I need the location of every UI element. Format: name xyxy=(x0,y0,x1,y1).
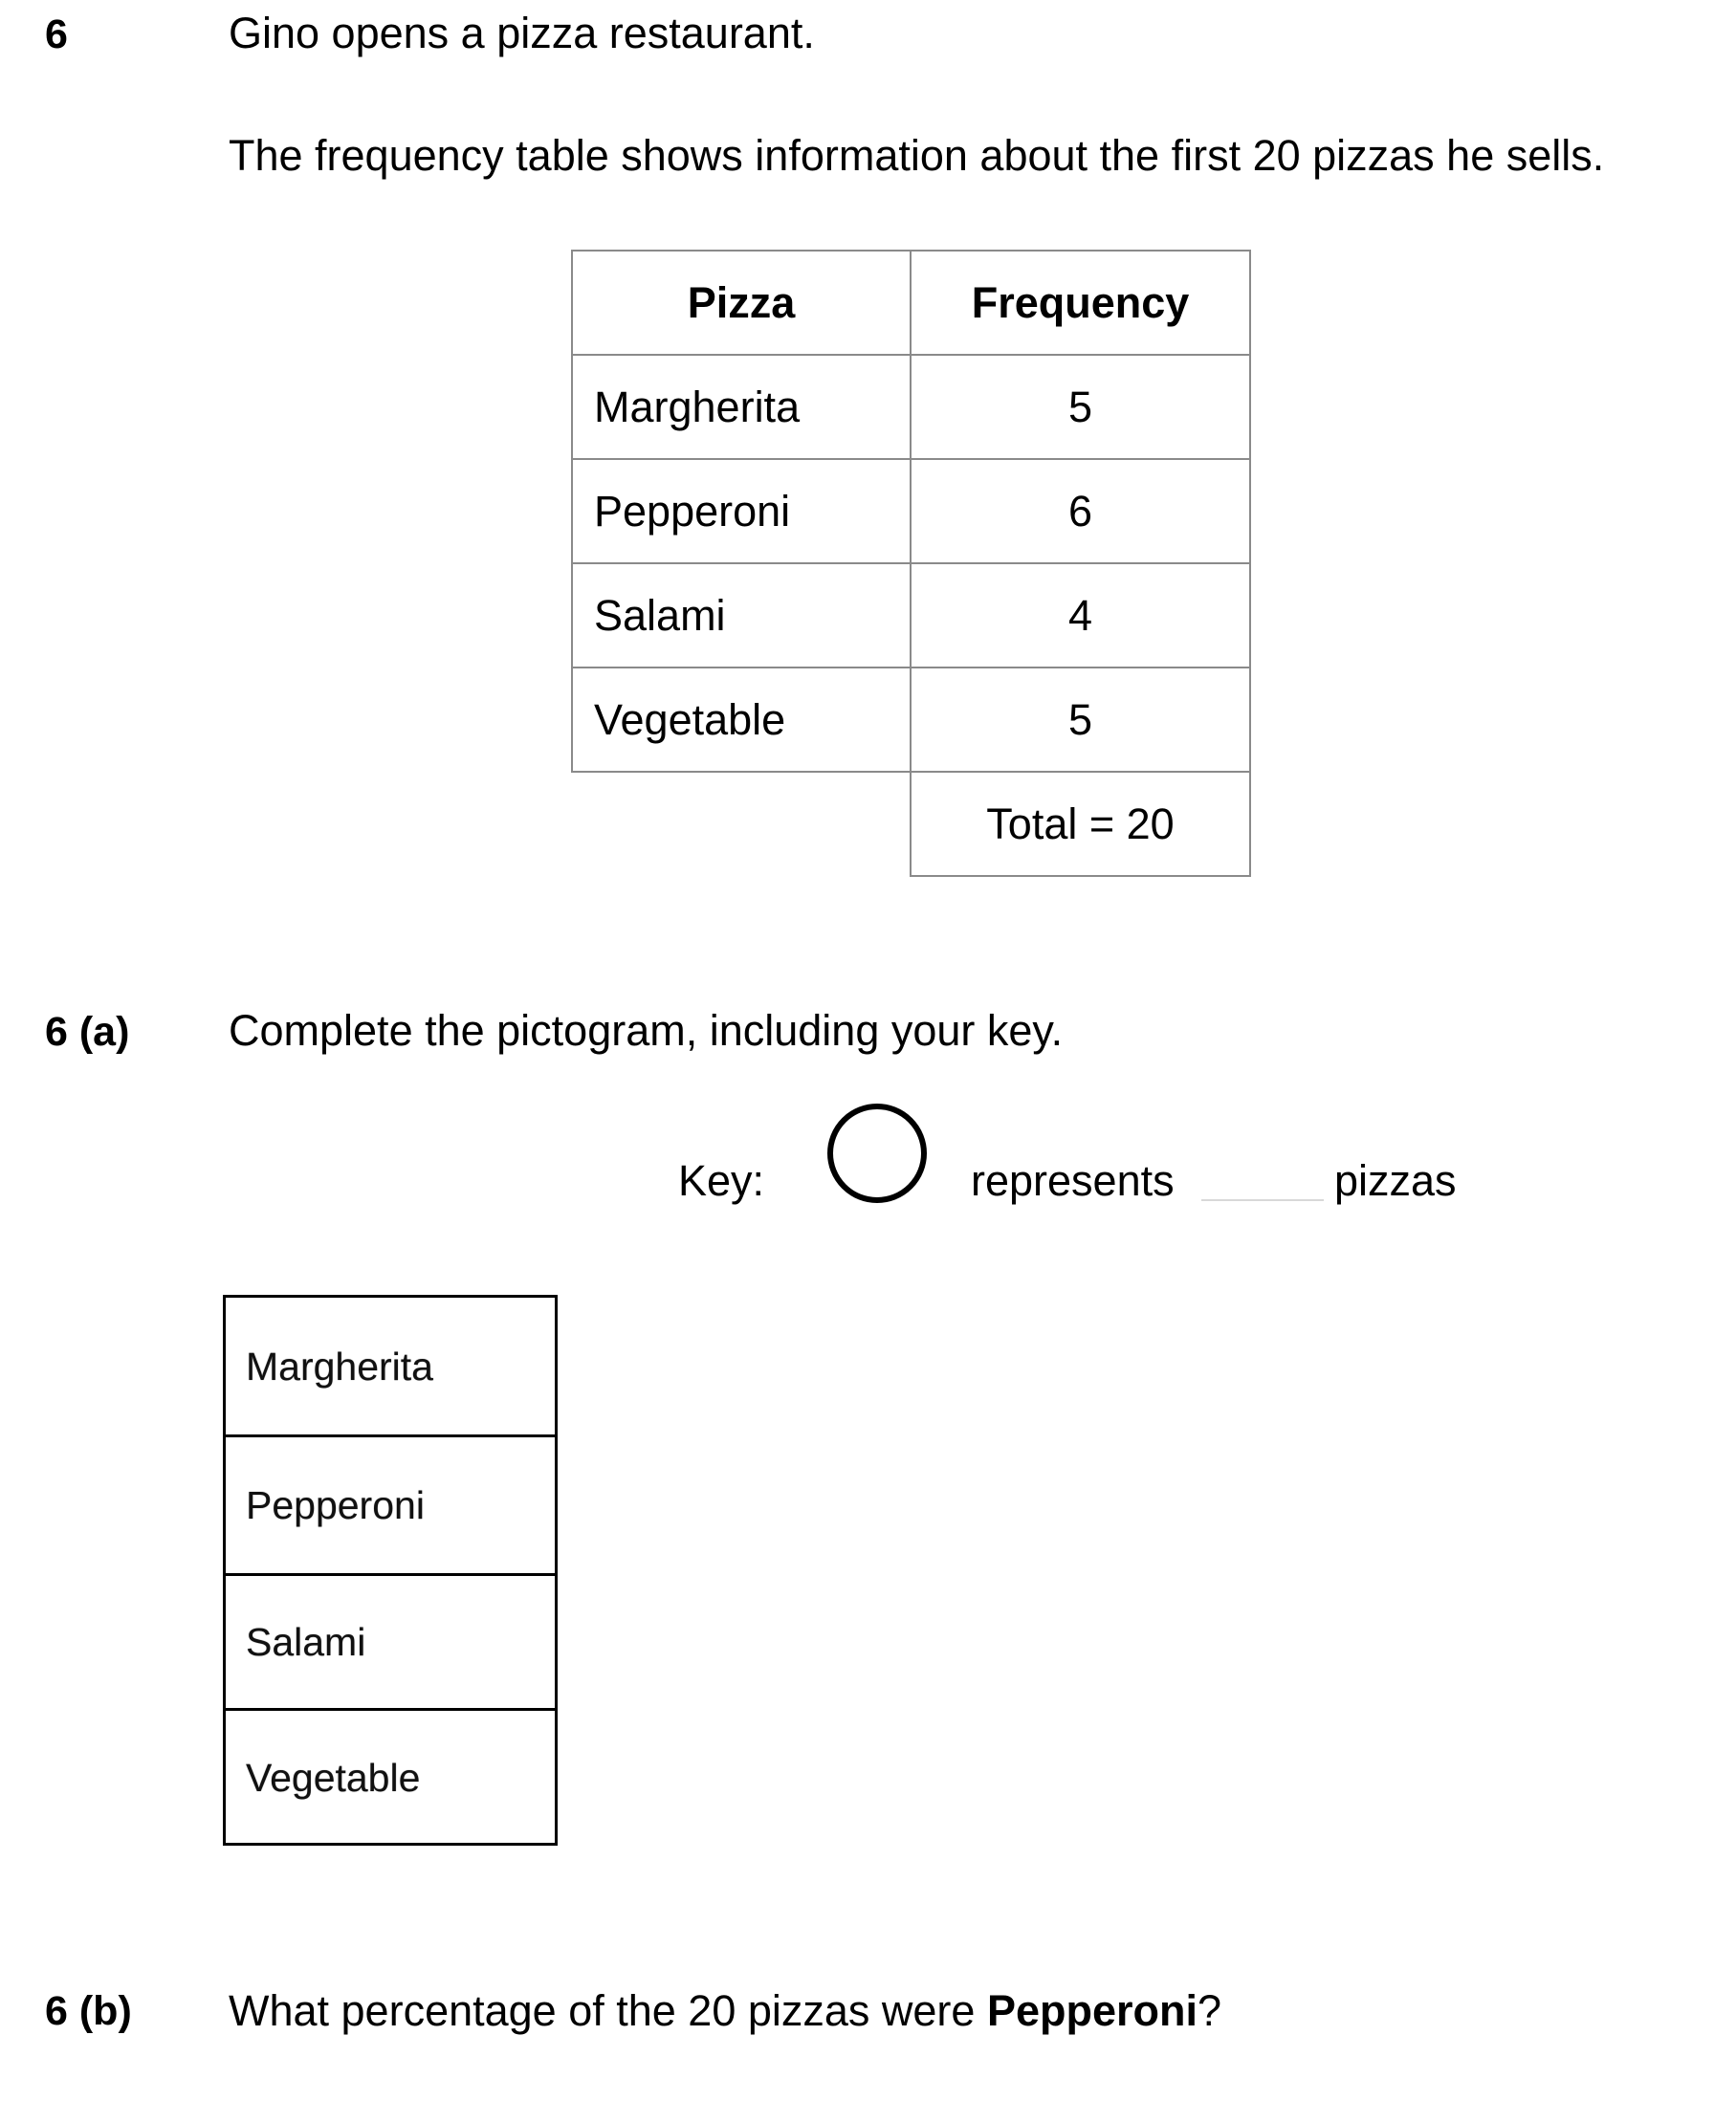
pictogram-divider xyxy=(226,1434,555,1437)
part-b-prompt-end: ? xyxy=(1198,1986,1222,2035)
pictogram-row-vegetable[interactable]: Vegetable xyxy=(246,1755,421,1800)
row-freq-margherita: 5 xyxy=(910,354,1251,460)
row-freq-salami: 4 xyxy=(910,562,1251,668)
part-b-label: 6 (b) xyxy=(45,1988,132,2034)
row-name-vegetable: Vegetable xyxy=(571,667,912,773)
total-cell: Total = 20 xyxy=(910,771,1251,877)
pictogram-row-pepperoni[interactable]: Pepperoni xyxy=(246,1483,425,1527)
pictogram-table: Margherita Pepperoni Salami Vegetable xyxy=(223,1295,558,1846)
part-b-prompt-bold: Pepperoni xyxy=(986,1986,1198,2035)
part-b-prompt-start: What percentage of the 20 pizzas were xyxy=(229,1986,987,2035)
header-pizza: Pizza xyxy=(571,250,912,356)
row-name-margherita: Margherita xyxy=(571,354,912,460)
row-name-pepperoni: Pepperoni xyxy=(571,458,912,564)
row-freq-pepperoni: 6 xyxy=(910,458,1251,564)
row-freq-vegetable: 5 xyxy=(910,667,1251,773)
row-name-salami: Salami xyxy=(571,562,912,668)
key-answer-line[interactable] xyxy=(1201,1199,1324,1201)
key-label: Key: xyxy=(678,1156,765,1205)
circle-icon xyxy=(827,1104,927,1203)
pictogram-divider xyxy=(226,1573,555,1576)
pictogram-row-margherita[interactable]: Margherita xyxy=(246,1345,433,1389)
part-b-prompt: What percentage of the 20 pizzas were Pe… xyxy=(229,1989,1221,2032)
part-a-prompt: Complete the pictogram, including your k… xyxy=(229,1006,1064,1055)
frequency-table: Pizza Frequency Margherita 5 Pepperoni 6… xyxy=(571,250,1251,877)
question-intro: Gino opens a pizza restaurant. xyxy=(229,9,815,57)
pictogram-row-salami[interactable]: Salami xyxy=(246,1620,366,1664)
question-number: 6 xyxy=(45,11,68,57)
part-a-label: 6 (a) xyxy=(45,1009,130,1055)
key-represents-text: represents xyxy=(971,1156,1175,1205)
pictogram-divider xyxy=(226,1708,555,1711)
key-unit-text: pizzas xyxy=(1334,1156,1457,1205)
table-description: The frequency table shows information ab… xyxy=(229,131,1605,180)
header-frequency: Frequency xyxy=(910,250,1251,356)
